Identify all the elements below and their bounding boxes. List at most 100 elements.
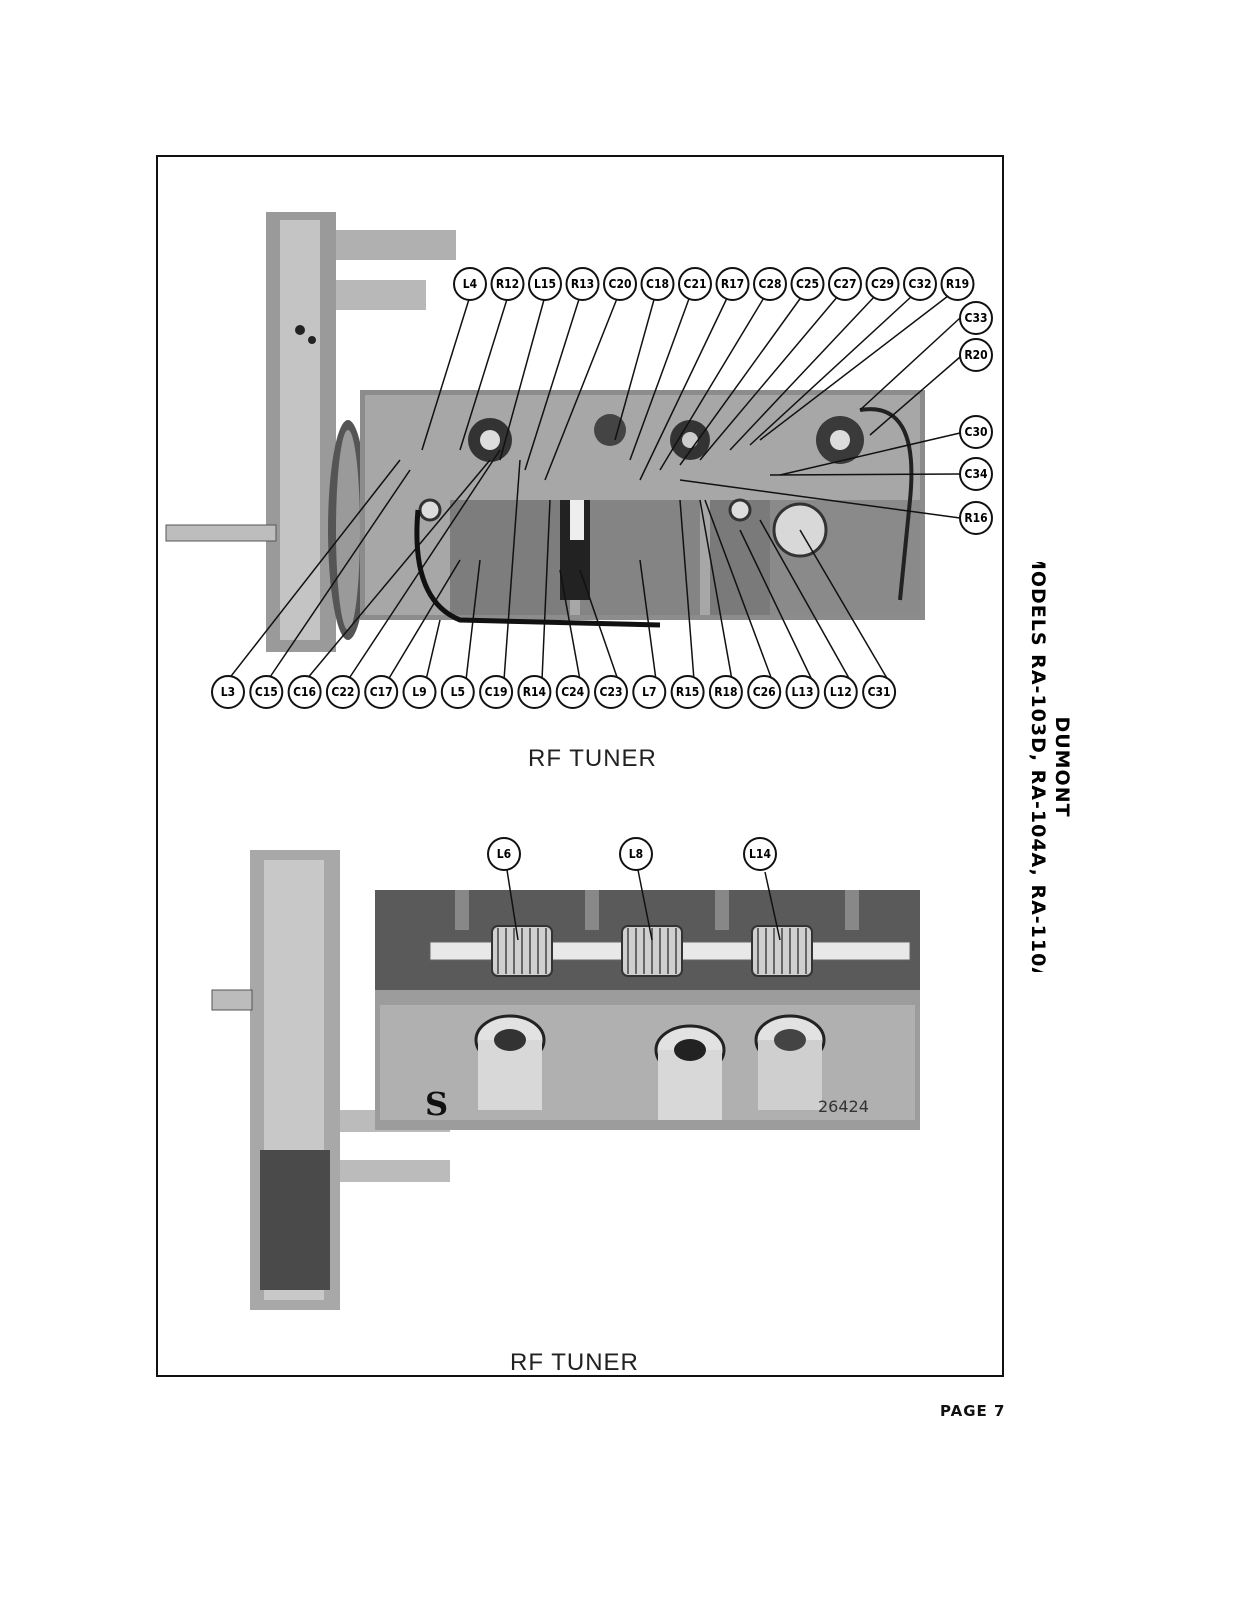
side-title-brand: DUMONT: [1051, 716, 1073, 817]
callout-label: C22: [331, 685, 354, 699]
callout-label: C30: [965, 425, 988, 439]
rf-tuner-bottom-photo: L6 L8 L14 S 26424: [211, 837, 920, 1310]
callout-label: L5: [451, 685, 465, 699]
callout-circle: [325, 675, 360, 709]
component-callout: L3: [211, 675, 245, 709]
callout-circle: [287, 675, 322, 709]
callout-label: C16: [293, 685, 316, 699]
callout-circle: [715, 267, 750, 301]
callout-label: L8: [629, 847, 643, 861]
component-callout: R20: [959, 338, 993, 372]
callout-label: R15: [676, 685, 699, 699]
callout-circle: [632, 675, 667, 709]
callout-label: L3: [221, 685, 235, 699]
component-callout: C34: [959, 457, 993, 491]
component-callout: C23: [594, 675, 628, 709]
bottom-figure-caption: RF TUNER: [510, 1349, 639, 1376]
component-callout: C16: [287, 675, 322, 709]
callout-circle: [528, 267, 562, 301]
callout-label: L7: [642, 685, 656, 699]
callout-circle: [959, 457, 993, 491]
callout-circle: [364, 675, 399, 709]
callout-label: C27: [834, 277, 857, 291]
callout-label: C17: [370, 685, 393, 699]
callout-label: C20: [609, 277, 632, 291]
side-title-models: MODELS RA-103D, RA-104A, RA-110A: [1027, 562, 1049, 972]
callout-circle: [594, 675, 628, 709]
component-callout: R12: [490, 267, 525, 301]
callout-circle: [823, 675, 858, 709]
callout-circle: [487, 837, 521, 871]
callout-circle: [747, 675, 782, 709]
component-callout: L14: [743, 837, 777, 871]
callout-label: L12: [830, 685, 852, 699]
callout-label: L14: [749, 847, 771, 861]
component-callout: R18: [708, 675, 743, 709]
component-callout: L5: [440, 675, 475, 709]
callout-circle: [708, 675, 743, 709]
callout-circle: [619, 837, 653, 871]
callout-circle: [490, 267, 525, 301]
callout-label: R19: [946, 277, 969, 291]
callout-circle: [940, 267, 975, 301]
callout-circle: [453, 267, 487, 301]
component-callout: C24: [555, 675, 590, 709]
callout-circle: [790, 267, 825, 301]
component-callout: L13: [785, 675, 820, 709]
callout-label: R14: [523, 685, 547, 699]
callout-label: C25: [796, 277, 819, 291]
component-callout: C33: [959, 301, 993, 335]
callout-circle: [785, 675, 820, 709]
page-number: PAGE 7: [940, 1402, 1006, 1420]
callout-circle: [249, 675, 284, 709]
callout-circle: [565, 267, 600, 301]
callout-circle: [440, 675, 475, 709]
callout-label: L4: [463, 277, 478, 291]
callout-label: C29: [871, 277, 894, 291]
callout-circle: [903, 267, 937, 301]
component-callout: R16: [959, 501, 993, 535]
callout-circle: [865, 267, 900, 301]
component-callout: R14: [517, 675, 552, 709]
component-callout: L4: [453, 267, 487, 301]
component-callout: R13: [565, 267, 600, 301]
callout-label: C33: [965, 311, 988, 325]
callout-circle: [959, 415, 993, 449]
side-title: DUMONT MODELS RA-103D, RA-104A, RA-110A: [1010, 551, 1090, 983]
callout-circle: [959, 501, 993, 535]
component-callout: R19: [940, 267, 975, 301]
component-callout: L15: [528, 267, 562, 301]
callout-label: L15: [534, 277, 556, 291]
callout-circle: [959, 301, 993, 335]
callout-circle: [402, 675, 437, 709]
callout-label: C31: [868, 685, 891, 699]
callout-circle: [640, 267, 675, 301]
callout-label: R12: [496, 277, 519, 291]
component-callout: C30: [959, 415, 993, 449]
serial-number: 26424: [818, 1097, 869, 1116]
callout-circle: [828, 267, 862, 301]
figure-frame: [156, 155, 1004, 1377]
callout-label: L6: [497, 847, 511, 861]
component-callout: C31: [862, 675, 897, 709]
callout-label: C32: [909, 277, 932, 291]
component-callout: C20: [603, 267, 637, 301]
callout-circle: [603, 267, 637, 301]
callout-circle: [753, 267, 787, 301]
callout-label: R16: [964, 511, 987, 525]
callout-circle: [862, 675, 897, 709]
component-callout: L12: [823, 675, 858, 709]
callout-label: C28: [759, 277, 782, 291]
callout-label: C18: [646, 277, 669, 291]
stamp-letter: S: [425, 1085, 448, 1123]
component-callout: C28: [753, 267, 787, 301]
callout-circle: [678, 267, 712, 301]
callout-circle: [959, 338, 993, 372]
component-callout: L8: [619, 837, 653, 871]
callout-label: L9: [412, 685, 426, 699]
callout-label: C24: [561, 685, 584, 699]
component-callout: R15: [670, 675, 705, 709]
component-callout: R17: [715, 267, 750, 301]
